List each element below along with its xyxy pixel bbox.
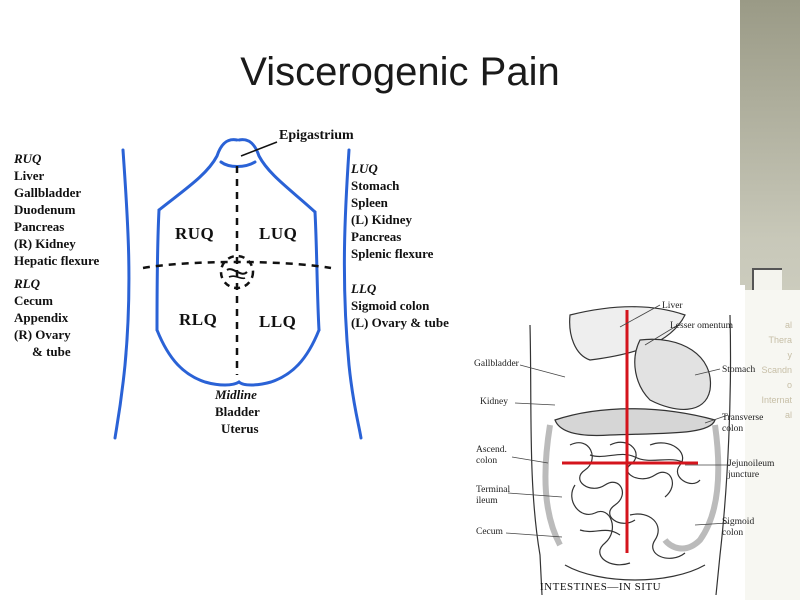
quadrant-llq-label: LLQ	[259, 312, 297, 331]
midline-item: Bladder	[215, 404, 260, 419]
label-gallbladder: Gallbladder	[474, 359, 519, 369]
side-text: Internat	[761, 395, 792, 405]
intestines-in-situ-figure: Liver Lesser omentum Stomach Transverse …	[470, 285, 774, 600]
label-cecum: Cecum	[476, 527, 503, 537]
luq-item: Splenic flexure	[351, 246, 434, 261]
label-terminal-ileum: Terminal ileum	[476, 485, 511, 506]
rlq-item: Cecum	[14, 293, 53, 308]
label-ascend-colon: Ascend. colon	[476, 445, 507, 466]
luq-item: Spleen	[351, 195, 388, 210]
ruq-item: Liver	[14, 168, 45, 183]
luq-item: Pancreas	[351, 229, 402, 244]
midline-organ-list: Midline Bladder Uterus	[215, 386, 260, 437]
intestines-caption: INTESTINES—IN SITU	[540, 581, 662, 593]
llq-item: (L) Ovary & tube	[351, 315, 449, 330]
side-text: y	[787, 350, 793, 360]
side-panel	[740, 290, 800, 600]
luq-heading: LUQ	[351, 161, 378, 176]
intestines-illustration	[505, 304, 732, 596]
side-panel-texts: al Thera y Scandn o Internat al	[750, 318, 800, 423]
label-lesser-omentum: Lesser omentum	[670, 321, 734, 331]
abdominal-quadrants-diagram: Epigastrium RUQ Liver Gallbladder Duoden…	[9, 120, 474, 440]
ruq-item: Duodenum	[14, 202, 76, 217]
label-transverse-colon: Transverse colon	[722, 413, 764, 434]
rlq-organ-list: RLQ Cecum Appendix (R) Ovary & tube	[14, 275, 71, 360]
ruq-heading: RUQ	[14, 151, 42, 166]
rlq-item: & tube	[32, 344, 71, 359]
ruq-organ-list: RUQ Liver Gallbladder Duodenum Pancreas …	[14, 150, 99, 269]
ruq-item: Hepatic flexure	[14, 253, 100, 268]
llq-item: Sigmoid colon	[351, 298, 430, 313]
llq-organ-list: LLQ Sigmoid colon (L) Ovary & tube	[351, 280, 449, 331]
rlq-heading: RLQ	[14, 276, 40, 291]
midline-item: Uterus	[221, 421, 259, 436]
quadrant-rlq-label: RLQ	[179, 310, 218, 329]
label-liver: Liver	[662, 301, 683, 311]
llq-heading: LLQ	[351, 281, 377, 296]
quadrant-luq-label: LUQ	[259, 224, 298, 243]
luq-item: Stomach	[351, 178, 400, 193]
ruq-item: (R) Kidney	[14, 236, 76, 251]
side-text: Thera	[768, 335, 792, 345]
quadrant-ruq-label: RUQ	[175, 224, 215, 243]
side-text: al	[784, 320, 792, 330]
label-sigmoid-colon: Sigmoid colon	[722, 517, 755, 538]
slide-title: Viscerogenic Pain	[240, 50, 560, 94]
side-text: o	[786, 380, 792, 390]
ruq-item: Gallbladder	[14, 185, 82, 200]
ruq-item: Pancreas	[14, 219, 65, 234]
abdomen-outline	[113, 138, 363, 440]
label-kidney: Kidney	[480, 397, 508, 407]
label-stomach: Stomach	[722, 365, 756, 375]
side-text: Scandn	[761, 365, 792, 375]
luq-item: (L) Kidney	[351, 212, 413, 227]
rlq-item: (R) Ovary	[14, 327, 71, 342]
luq-organ-list: LUQ Stomach Spleen (L) Kidney Pancreas S…	[351, 160, 433, 262]
midline-heading: Midline	[215, 387, 257, 402]
side-text: al	[784, 410, 792, 420]
rlq-item: Appendix	[14, 310, 69, 325]
label-jejunoileum-juncture: Jejunoileum juncture	[728, 459, 775, 480]
epigastrium-label: Epigastrium	[279, 128, 354, 143]
